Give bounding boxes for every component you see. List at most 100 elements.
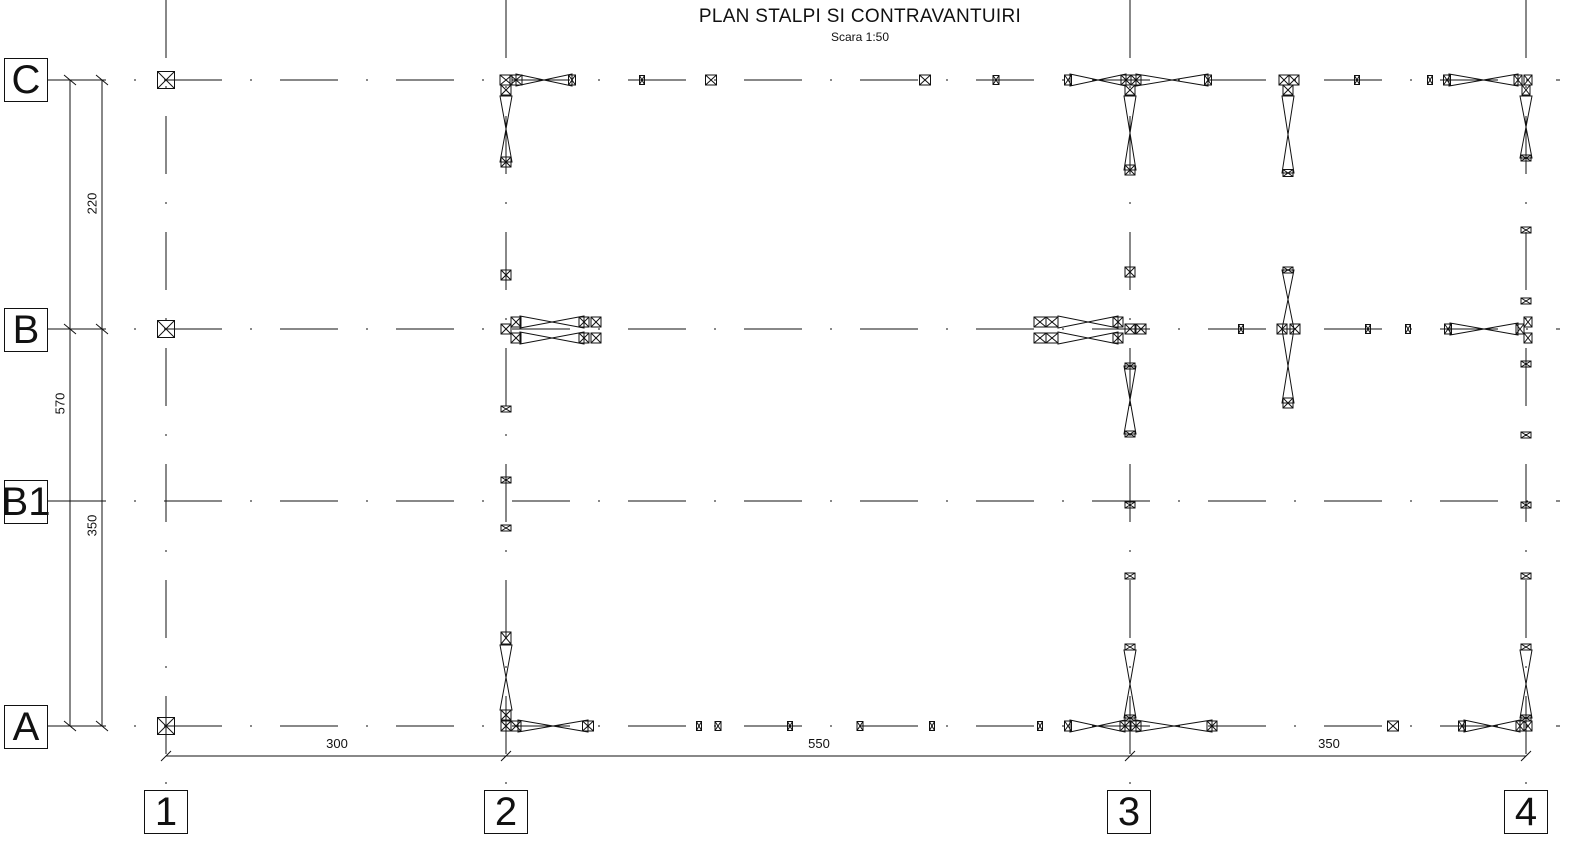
section-rect [590,332,602,344]
section-rect [500,405,512,413]
section-diagonal [1365,324,1371,334]
dimension-horizontal-550: 550 [808,736,830,751]
axis-label-row-b: B [4,308,48,352]
section-rect [500,709,512,721]
section-box [1520,431,1532,439]
section-box [1282,397,1294,409]
section-rect [510,332,522,344]
section-box [1045,332,1059,344]
section-box [1033,332,1047,344]
section-box [1523,332,1533,344]
section-diagonal [1523,74,1533,86]
section-diagonal [1124,643,1136,651]
grid-lines [48,0,1560,790]
bracing-vertical [1123,95,1137,171]
section-box [510,316,522,328]
section-box [1124,164,1136,176]
bracing-horizontal [1463,719,1521,733]
section-box [1124,430,1136,438]
section-rect [1282,84,1294,96]
section-diagonal [1520,431,1532,439]
section-rect [1520,297,1532,305]
section-rect [1238,324,1244,334]
section-diagonal [1282,266,1294,274]
section-diagonal [1206,720,1218,732]
section-rect [1288,74,1300,86]
section-box [1124,643,1136,651]
section-diagonal [1513,74,1523,86]
section-rect [919,74,931,86]
section-rect [1282,266,1294,274]
section-rect [1523,332,1533,344]
dimension-tick [500,750,512,762]
section-diagonal [1112,316,1124,328]
section-diagonal [1523,332,1533,344]
dimension-lines [63,74,1532,762]
section-box [1288,74,1300,86]
section-rect [1124,84,1136,96]
section-rect [500,476,512,484]
section-box [510,720,522,732]
section-diagonal [1520,572,1532,580]
section-box [1520,501,1532,509]
section-rect [1365,324,1371,334]
section-diagonal [1289,323,1301,335]
section-diagonal [705,74,717,86]
section-rect [1520,360,1532,368]
section-diagonal [500,269,512,281]
section-box [1427,75,1433,85]
section-box [1515,323,1525,335]
section-diagonal [1288,74,1300,86]
section-diagonal [1515,323,1525,335]
section-rect [1443,74,1451,86]
section-rect [500,269,512,281]
section-diagonal [1523,316,1533,328]
section-rect [1520,572,1532,580]
dimension-horizontal-350: 350 [1318,736,1340,751]
section-rect [157,320,175,338]
section-box [714,721,722,731]
section-diagonal [1112,332,1124,344]
axis-label-column-3: 3 [1107,790,1151,834]
section-rect [500,524,512,532]
bracing-vertical [499,95,513,163]
section-box [500,631,512,645]
section-rect [1112,316,1124,328]
section-rect [1204,74,1212,86]
section-box [1520,226,1532,234]
section-rect [578,316,590,328]
bracing-vertical [1123,649,1137,719]
section-box [582,720,594,732]
section-box [1124,572,1136,580]
section-diagonal [582,720,594,732]
section-box [500,709,512,721]
drawing-title: PLAN STALPI SI CONTRAVANTUIRI [698,6,1022,27]
section-diagonal [1520,154,1532,162]
section-diagonal [992,75,1000,85]
section-rect [1064,720,1072,732]
section-box [1238,324,1244,334]
section-box [510,332,522,344]
section-diagonal [1521,84,1531,96]
section-box [1112,316,1124,328]
section-diagonal [1520,297,1532,305]
section-rect [1124,164,1136,176]
section-box [1037,721,1043,731]
section-rect [1387,720,1399,732]
dimension-tick [63,720,77,732]
axis-label-column-4: 4 [1504,790,1548,834]
section-diagonal [1204,74,1212,86]
section-box [157,71,175,89]
section-box [1365,324,1371,334]
section-rect [1520,714,1532,722]
section-rect [1515,323,1525,335]
section-box [1405,324,1411,334]
section-diagonal [1124,714,1136,722]
section-rect [1520,501,1532,509]
bracing-horizontal [1449,322,1519,336]
section-box [919,74,931,86]
bracing-vertical [1519,649,1533,719]
section-diagonal [590,332,602,344]
section-box [500,405,512,413]
bracing-vertical [1281,328,1295,404]
